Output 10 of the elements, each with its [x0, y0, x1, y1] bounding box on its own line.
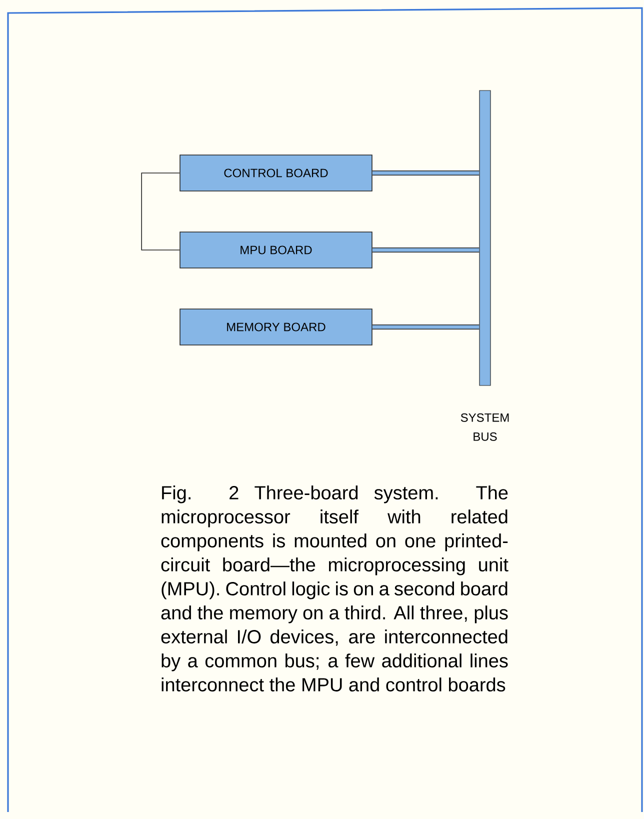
board-box: MEMORY BOARD — [180, 308, 372, 346]
bus-label: SYSTEM BUS — [460, 413, 509, 441]
bus-connector — [372, 170, 480, 176]
bus-connector — [372, 248, 480, 252]
caption: Fig. 2 Three-board system. The microprocessor itself with related components is mounted on one printed-circuit board—the microprocessing unit (MPU). Control logic is on a second board and the memory on a third. All three, plus external I/O devices, are interconnected by a common bus; a few additional lines interconnect the MPU and control boards — [161, 486, 508, 692]
board-box: MPU BOARD — [180, 232, 372, 268]
bus-bar — [479, 90, 491, 386]
board-box: CONTROL BOARD — [180, 154, 372, 192]
link-line — [141, 172, 180, 250]
bus-connector — [372, 324, 480, 330]
